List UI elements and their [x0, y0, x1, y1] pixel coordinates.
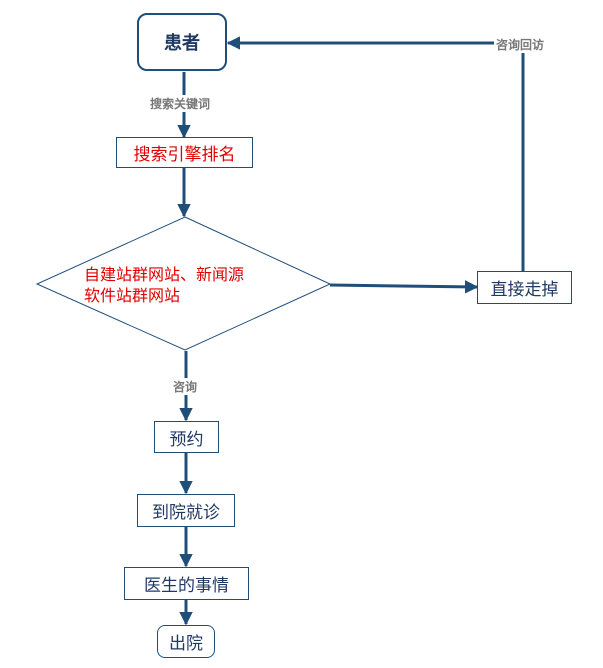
- leave-node: 直接走掉: [477, 271, 572, 304]
- discharge-node: 出院: [157, 625, 215, 658]
- edge-label-search-keywords: 搜索关键词: [148, 95, 213, 112]
- visit-node: 到院就诊: [137, 494, 235, 527]
- search-rank-node: 搜索引擎排名: [116, 137, 253, 168]
- edge-label-consult: 咨询: [171, 378, 200, 395]
- patient-node: 患者: [137, 13, 227, 71]
- sites-node-text: 自建站群网站、新闻源 软件站群网站: [84, 264, 244, 306]
- doctor-node: 医生的事情: [124, 567, 249, 600]
- sites-line-2: 软件站群网站: [84, 286, 181, 305]
- decision-diamond: [35, 216, 332, 351]
- sites-line-1: 自建站群网站、新闻源: [84, 265, 245, 284]
- appointment-node: 预约: [154, 421, 219, 453]
- edge-sites-to-leave: [329, 280, 479, 294]
- edge-label-consult-return: 咨询回访: [494, 36, 547, 53]
- edge-leave-to-patient: [226, 36, 525, 271]
